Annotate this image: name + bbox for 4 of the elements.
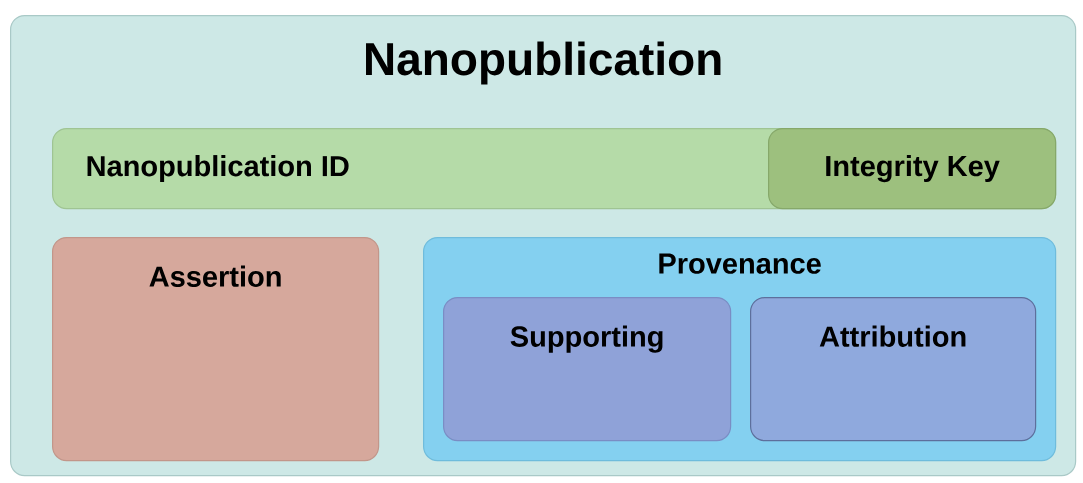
- section-box: Supporting: [443, 297, 732, 442]
- section-box: Assertion: [52, 237, 380, 462]
- key-box: Integrity Key: [768, 128, 1057, 210]
- section-box: Attribution: [750, 297, 1037, 442]
